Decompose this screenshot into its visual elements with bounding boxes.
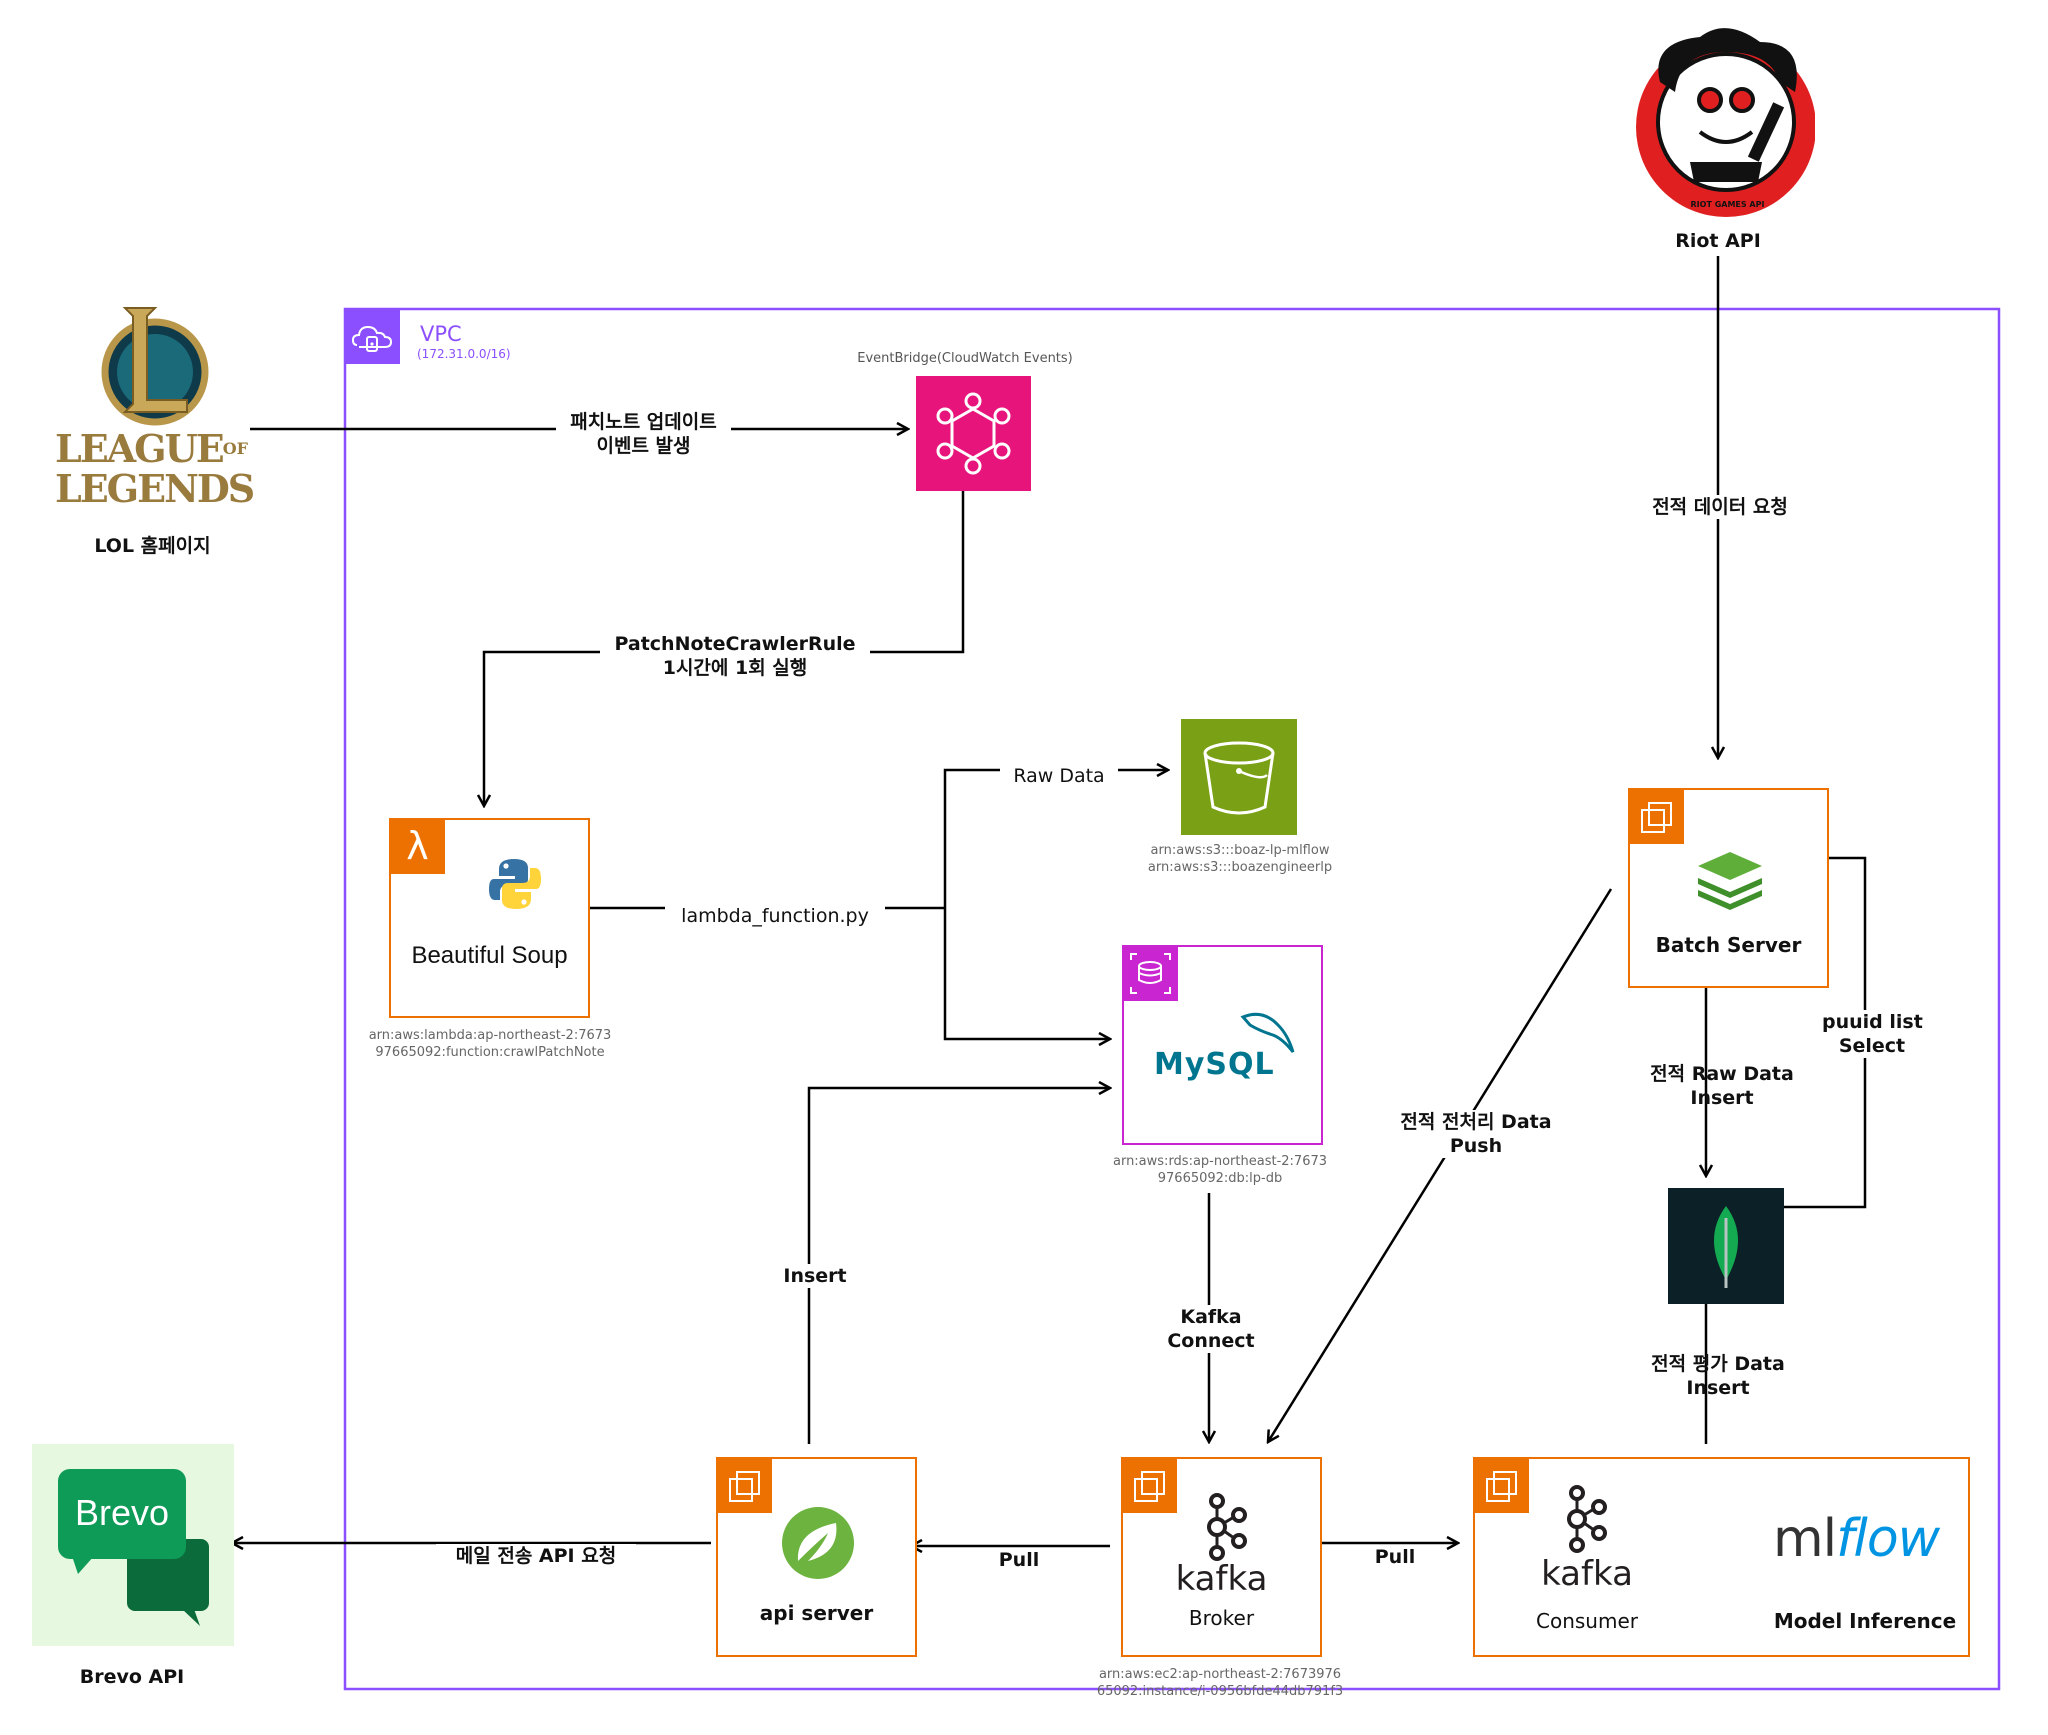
api-server-box[interactable]: api server xyxy=(716,1457,917,1657)
vpc-title: VPC xyxy=(420,322,462,346)
lol-wordmark-legends: LEGENDS xyxy=(55,466,255,511)
lambda-arn: arn:aws:lambda:ap-northeast-2:7673 97665… xyxy=(368,1028,612,1060)
riot-caption: Riot API xyxy=(1675,230,1761,252)
lambda-function-box[interactable]: λ Beautiful Soup xyxy=(389,818,590,1018)
edge-label-crawler-rule: PatchNoteCrawlerRule 1시간에 1회 실행 xyxy=(600,632,870,680)
vpc-cidr: (172.31.0.0/16) xyxy=(417,347,511,361)
mongodb-box[interactable] xyxy=(1668,1188,1784,1304)
lol-wordmark-league: LEAGUEOF xyxy=(55,426,249,471)
model-inference-title: Model Inference xyxy=(1773,1609,1957,1633)
edge-label-preproc-push: 전적 전처리 Data Push xyxy=(1392,1110,1560,1158)
ec2-chip-icon xyxy=(717,1458,772,1513)
s3-bucket-icon xyxy=(1181,719,1297,835)
edge-label-lambda-fn: lambda_function.py xyxy=(665,904,885,928)
mlflow-wordmark: mlflow xyxy=(1773,1509,1940,1569)
edge-raw-data xyxy=(943,770,1168,908)
brevo-chat-icon xyxy=(58,1469,209,1626)
rds-database-icon xyxy=(1123,946,1178,1001)
edge-label-mail-request: 메일 전송 API 요청 xyxy=(436,1544,636,1568)
ec2-chip-icon xyxy=(1629,789,1684,844)
api-server-title: api server xyxy=(759,1601,874,1625)
riot-games-api-icon xyxy=(1636,28,1816,217)
edge-label-raw-data: Raw Data xyxy=(1000,764,1118,788)
brevo-logo: Brevo xyxy=(32,1444,234,1646)
kafka-broker-box[interactable]: kafka Broker xyxy=(1121,1457,1322,1657)
edge-label-insert: Insert xyxy=(780,1264,850,1288)
eventbridge-icon xyxy=(916,376,1031,491)
batch-server-box[interactable]: Batch Server xyxy=(1628,788,1829,988)
edge-label-pull-right: Pull xyxy=(1370,1545,1420,1569)
beautifulsoup-label: Beautiful Soup xyxy=(411,942,568,969)
edge-label-pull-left: Pull xyxy=(994,1548,1044,1572)
vpc-badge xyxy=(345,309,400,364)
kafka-icon xyxy=(1207,1493,1247,1561)
edge-label-riot-request: 전적 데이터 요청 xyxy=(1650,495,1790,519)
rds-mysql-box[interactable]: MySQL xyxy=(1122,945,1323,1145)
broker-arn: arn:aws:ec2:ap-northeast-2:7673976 65092… xyxy=(1096,1667,1344,1699)
lambda-icon: λ xyxy=(390,819,445,874)
edge-label-kafka-connect: Kafka Connect xyxy=(1166,1305,1256,1353)
lol-logo: LEAGUEOF LEGENDS xyxy=(55,300,255,518)
consumer-inference-box[interactable]: kafka Consumer mlflow Model Inference xyxy=(1473,1457,1970,1657)
edge-lambda-mysql xyxy=(943,908,1110,1039)
broker-title: Broker xyxy=(1188,1606,1255,1630)
lol-caption: LOL 홈페이지 xyxy=(94,535,211,557)
riot-logo: RIOT GAMES API xyxy=(1630,22,1816,222)
vpc-boundary xyxy=(343,307,2001,1691)
edge-label-patch-event: 패치노트 업데이트 이벤트 발생 xyxy=(556,410,731,458)
edge-label-puuid: puuid list Select xyxy=(1822,1010,1923,1058)
kafka-consumer-wordmark: kafka xyxy=(1541,1554,1633,1594)
lol-emblem-icon xyxy=(101,307,209,426)
edge-insert xyxy=(807,1088,1110,1444)
layer-stack-icon xyxy=(1698,852,1762,910)
mongodb-leaf-icon xyxy=(1714,1206,1738,1288)
consumer-title: Consumer xyxy=(1536,1609,1638,1633)
mysql-dolphin-icon xyxy=(1240,1012,1295,1053)
batch-server-title: Batch Server xyxy=(1655,933,1802,957)
rds-arn: arn:aws:rds:ap-northeast-2:7673 97665092… xyxy=(1112,1154,1328,1186)
kafka-broker-wordmark: kafka xyxy=(1175,1559,1268,1599)
brevo-caption: Brevo API xyxy=(79,1666,185,1688)
spring-leaf-icon xyxy=(782,1507,854,1579)
ec2-chip-icon xyxy=(1474,1458,1529,1513)
ec2-chip-icon xyxy=(1122,1458,1177,1513)
s3-arn: arn:aws:s3:::boaz-lp-mlflow arn:aws:s3::… xyxy=(1147,843,1333,875)
riot-badge-text: RIOT GAMES API xyxy=(1690,200,1765,209)
mysql-wordmark: MySQL xyxy=(1154,1047,1275,1082)
edge-label-eval-insert: 전적 평가 Data Insert xyxy=(1651,1353,1785,1399)
eventbridge-caption: EventBridge(CloudWatch Events) xyxy=(857,351,1073,366)
edge-label-raw-insert: 전적 Raw Data Insert xyxy=(1650,1063,1794,1109)
kafka-icon xyxy=(1567,1485,1607,1553)
edge-preproc-push xyxy=(1268,888,1613,1442)
brevo-wordmark: Brevo xyxy=(74,1492,170,1533)
vpc-cloud-icon xyxy=(351,325,393,352)
python-icon xyxy=(489,859,541,909)
